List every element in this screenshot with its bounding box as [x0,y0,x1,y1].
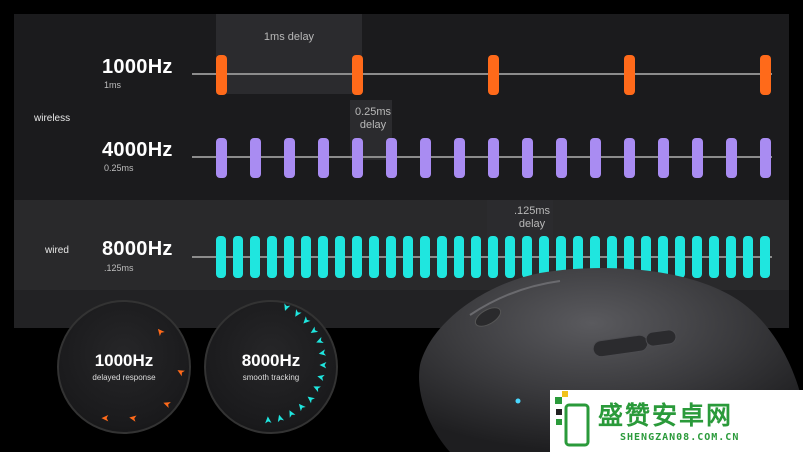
pulse-4000hz [657,138,669,178]
cursor-arrow-icon: ➤ [318,358,328,371]
delay-box-1ms [216,14,362,94]
pulse-1000hz [623,55,635,95]
pulse-8000hz [403,236,413,278]
pulse-8000hz [743,236,753,278]
pulse-8000hz [335,236,345,278]
pulse-4000hz [623,138,635,178]
circle-1000hz-title: 1000Hz [94,351,154,370]
hz-label-8000: 8000Hz [102,238,173,260]
pulse-1000hz [351,55,363,95]
cursor-arrow-icon: ➤ [262,415,275,425]
pulse-8000hz [437,236,447,278]
hz-label-1000: 1000Hz [102,56,173,78]
pulse-4000hz [521,138,533,178]
pulse-4000hz [487,138,499,178]
pulse-4000hz [555,138,567,178]
pulse-8000hz [624,236,634,278]
pulse-8000hz [590,236,600,278]
ms-label-4000: 0.25ms [104,163,134,173]
circle-8000hz-title: 8000Hz [241,351,301,370]
pulse-4000hz [385,138,397,178]
cursor-arrow-icon: ➤ [161,396,173,411]
circle-8000hz: 8000Hz smooth tracking ➤➤➤➤➤➤➤➤➤➤➤➤➤➤ [204,300,338,434]
pulse-8000hz [250,236,260,278]
pulse-8000hz [386,236,396,278]
timeline-8000hz [192,256,772,258]
wireless-label: wireless [34,113,71,124]
pulse-4000hz [589,138,601,178]
pulse-4000hz [249,138,261,178]
watermark-logo: 盛赞安卓网 SHENGZAN08.COM.CN [550,390,803,452]
pulse-8000hz [692,236,702,278]
circle-1000hz-subtitle: delayed response [92,373,156,382]
pulse-4000hz [453,138,465,178]
pulse-8000hz [216,236,226,278]
pulse-8000hz [301,236,311,278]
watermark-url: SHENGZAN08.COM.CN [620,432,740,443]
pulse-8000hz [318,236,328,278]
cursor-arrow-icon: ➤ [153,324,168,339]
circle-8000hz-subtitle: smooth tracking [242,373,300,382]
pulse-8000hz [420,236,430,278]
pulse-8000hz [369,236,379,278]
delay-label-0125ms: .125ms delay [513,205,551,230]
delay-label-1ms: 1ms delay [263,31,315,43]
watermark-title: 盛赞安卓网 [598,401,734,430]
pulse-4000hz [691,138,703,178]
pulse-8000hz [675,236,685,278]
pulse-8000hz [233,236,243,278]
timeline-1000hz [192,73,772,75]
timeline-4000hz [192,156,772,158]
pulse-8000hz [267,236,277,278]
cursor-arrow-icon: ➤ [310,381,324,395]
pulse-8000hz [556,236,566,278]
pulse-8000hz [709,236,719,278]
phone-logo-icon [555,391,590,447]
pulse-4000hz [317,138,329,178]
pulse-8000hz [573,236,583,278]
ms-label-1000: 1ms [104,80,122,90]
hz-label-4000: 4000Hz [102,139,173,161]
pulse-4000hz [283,138,295,178]
pulse-8000hz [641,236,651,278]
cursor-arrow-icon: ➤ [101,412,110,423]
cursor-arrow-icon: ➤ [278,301,293,314]
pulse-4000hz [725,138,737,178]
pulse-4000hz [215,138,227,178]
delay-label-025ms: 0.25ms delay [354,106,392,131]
pulse-8000hz [471,236,481,278]
pulse-1000hz [759,55,771,95]
circle-1000hz: 1000Hz delayed response ➤➤➤➤➤ [57,300,191,434]
pulse-8000hz [454,236,464,278]
pulse-1000hz [215,55,227,95]
pulse-4000hz [419,138,431,178]
pulse-8000hz [284,236,294,278]
pulse-8000hz [658,236,668,278]
pulse-4000hz [759,138,771,178]
cursor-arrow-icon: ➤ [274,412,288,424]
pulse-8000hz [522,236,532,278]
pulse-4000hz [351,138,363,178]
cursor-arrow-icon: ➤ [313,334,326,348]
pulse-8000hz [726,236,736,278]
pulse-8000hz [607,236,617,278]
wired-label: wired [45,245,69,256]
cursor-arrow-icon: ➤ [317,346,328,359]
pulse-8000hz [505,236,515,278]
cursor-arrow-icon: ➤ [128,411,139,424]
pulse-8000hz [352,236,362,278]
ms-label-8000: .125ms [104,263,134,273]
pulse-8000hz [760,236,770,278]
pulse-8000hz [488,236,498,278]
pulse-8000hz [539,236,549,278]
pulse-1000hz [487,55,499,95]
